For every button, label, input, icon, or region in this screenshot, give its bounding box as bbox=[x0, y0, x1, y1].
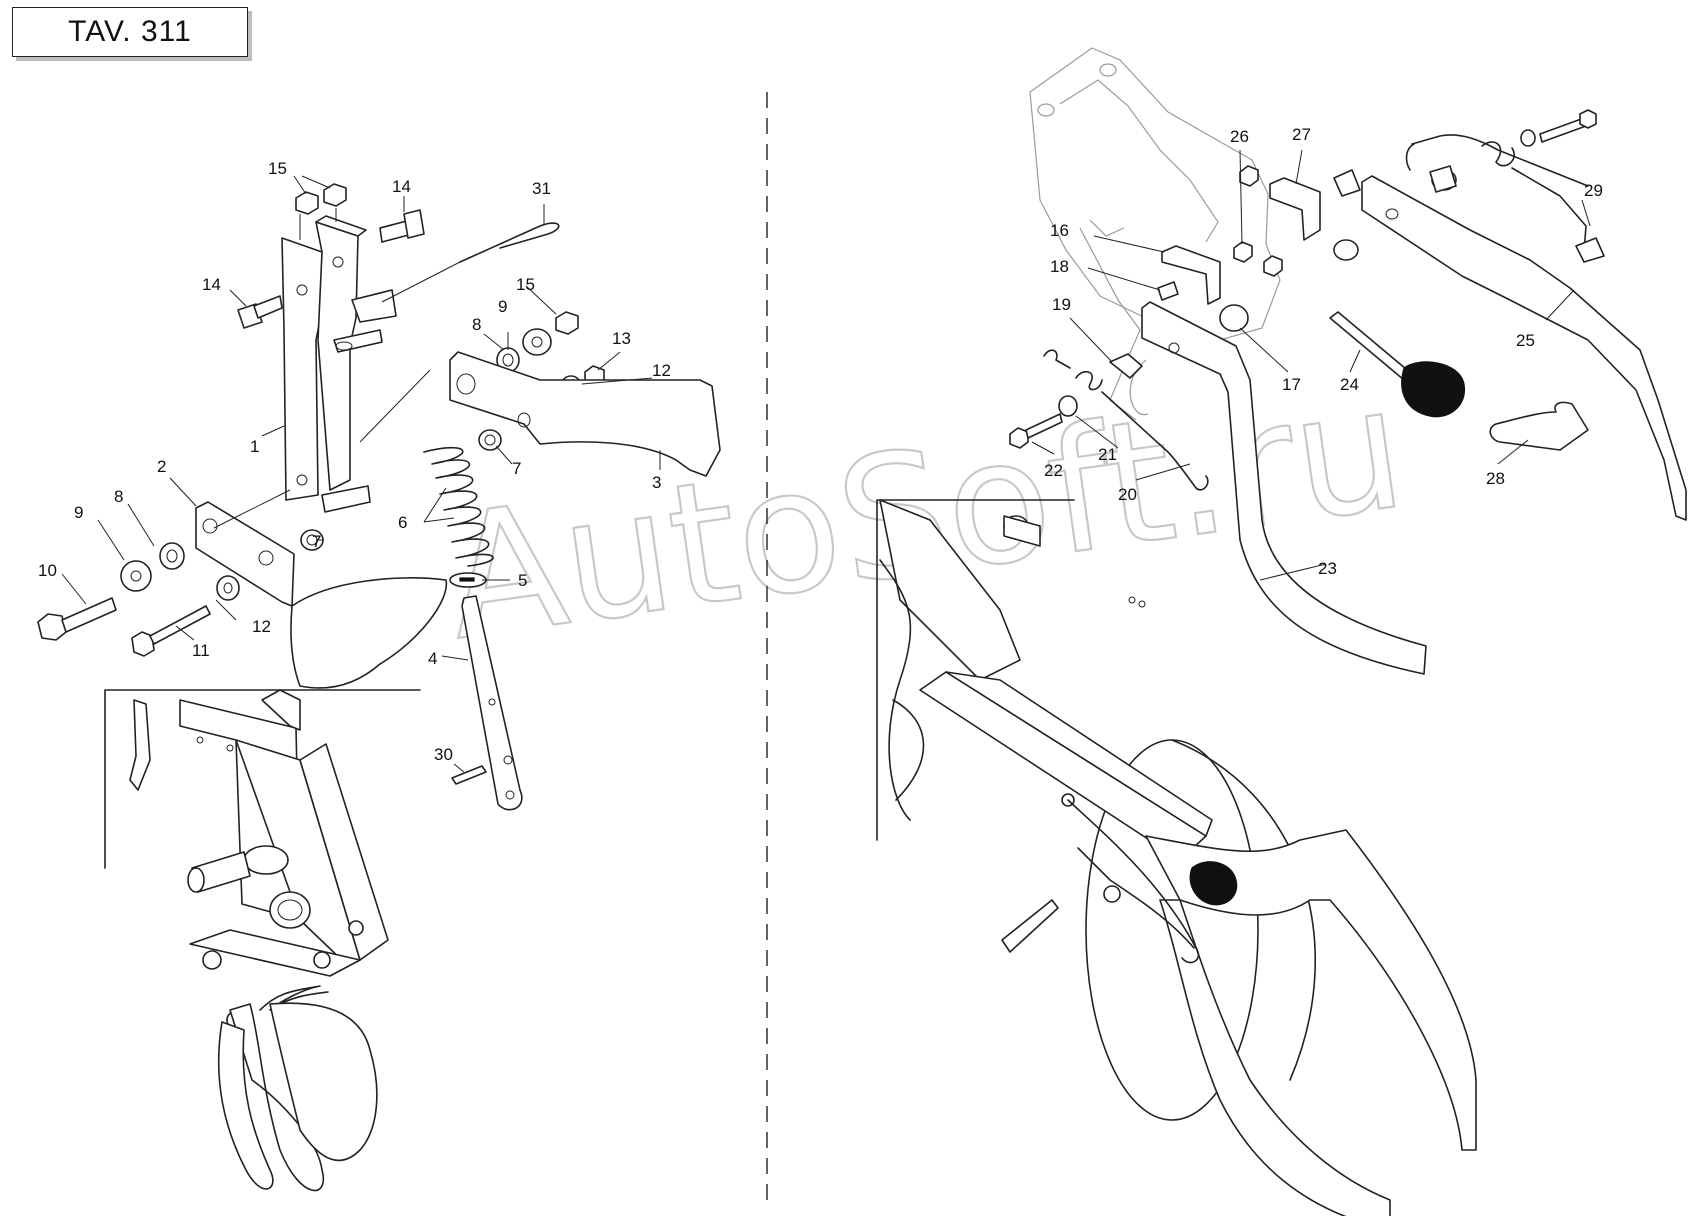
part-31-clip bbox=[459, 222, 560, 263]
callout-30: 30 bbox=[434, 745, 453, 764]
callout-31: 31 bbox=[532, 179, 551, 198]
callout-20: 20 bbox=[1118, 485, 1137, 504]
callout-8-right: 8 bbox=[472, 315, 481, 334]
part-24-knob bbox=[1329, 311, 1466, 418]
callout-23: 23 bbox=[1318, 559, 1337, 578]
part-8-9-12-washers-left bbox=[120, 542, 240, 601]
callout-13: 13 bbox=[612, 329, 631, 348]
part-1-bracket bbox=[281, 215, 397, 513]
part-6-spring bbox=[423, 446, 494, 567]
callout-1: 1 bbox=[250, 437, 259, 456]
part-14-bolt-upper bbox=[379, 209, 425, 243]
part-2-plate-shoe bbox=[195, 501, 448, 689]
callout-28: 28 bbox=[1486, 469, 1505, 488]
right-exploded-view bbox=[1009, 47, 1687, 675]
callout-12-right: 12 bbox=[652, 361, 671, 380]
callout-17: 17 bbox=[1282, 375, 1301, 394]
part-5-washer bbox=[449, 572, 487, 588]
title-box: TAV. 311 bbox=[12, 7, 248, 57]
callout-29: 29 bbox=[1584, 181, 1603, 200]
part-21-washer bbox=[1058, 395, 1078, 417]
part-10-bolt bbox=[37, 597, 117, 641]
callout-10: 10 bbox=[38, 561, 57, 580]
callout-14-upper: 14 bbox=[392, 177, 411, 196]
callout-15-upper: 15 bbox=[268, 159, 287, 178]
part-3-arm bbox=[449, 351, 721, 477]
callout-9-left: 9 bbox=[74, 503, 83, 522]
callout-26: 26 bbox=[1230, 127, 1249, 146]
callout-5: 5 bbox=[518, 571, 527, 590]
part-11-bolt bbox=[131, 605, 211, 657]
part-26-nut bbox=[1233, 241, 1253, 263]
part-20-spring bbox=[1043, 349, 1209, 491]
callout-8-left: 8 bbox=[114, 487, 123, 506]
callout-labels: 1 2 3 4 5 6 7 7 8 8 9 9 10 11 12 12 13 1… bbox=[38, 125, 1603, 764]
part-17-bushing bbox=[1219, 304, 1249, 332]
part-25-tine bbox=[1361, 175, 1687, 521]
part-22-bolt bbox=[1009, 413, 1063, 449]
callout-2: 2 bbox=[157, 457, 166, 476]
callout-21: 21 bbox=[1098, 445, 1117, 464]
callout-27: 27 bbox=[1292, 125, 1311, 144]
callout-22: 22 bbox=[1044, 461, 1063, 480]
part-19-bushing bbox=[1109, 353, 1143, 379]
part-27-bracket bbox=[1269, 177, 1321, 241]
part-29-spring bbox=[1405, 109, 1605, 263]
part-4-rod bbox=[461, 595, 523, 811]
callout-25: 25 bbox=[1516, 331, 1535, 350]
callout-6: 6 bbox=[398, 513, 407, 532]
callout-15-right: 15 bbox=[516, 275, 535, 294]
callout-7-lower: 7 bbox=[312, 532, 321, 551]
part-15-nuts bbox=[295, 183, 579, 335]
left-assembled-view bbox=[104, 689, 421, 1192]
callout-16: 16 bbox=[1050, 221, 1069, 240]
part-28-clip bbox=[1489, 401, 1589, 451]
callout-19: 19 bbox=[1052, 295, 1071, 314]
part-16-bracket bbox=[1161, 245, 1221, 305]
callout-18: 18 bbox=[1050, 257, 1069, 276]
part-18-bolt bbox=[1157, 281, 1179, 301]
callout-7-upper: 7 bbox=[512, 459, 521, 478]
part-23-tine bbox=[1141, 301, 1427, 675]
leader-lines bbox=[61, 149, 1591, 773]
callout-14-left: 14 bbox=[202, 275, 221, 294]
part-17-nut bbox=[1263, 255, 1283, 277]
callout-11: 11 bbox=[192, 641, 210, 660]
part-7-bushings bbox=[300, 429, 502, 551]
left-exploded-view bbox=[37, 183, 721, 811]
callout-9-right: 9 bbox=[498, 297, 507, 316]
right-assembled-view bbox=[876, 499, 1477, 1216]
page-title: TAV. 311 bbox=[68, 15, 192, 48]
part-14-bolt-left bbox=[237, 295, 283, 329]
callout-3: 3 bbox=[652, 473, 661, 492]
callout-12-left: 12 bbox=[252, 617, 271, 636]
callout-4: 4 bbox=[428, 649, 437, 668]
part-30-pin bbox=[451, 765, 487, 785]
callout-24: 24 bbox=[1340, 375, 1359, 394]
